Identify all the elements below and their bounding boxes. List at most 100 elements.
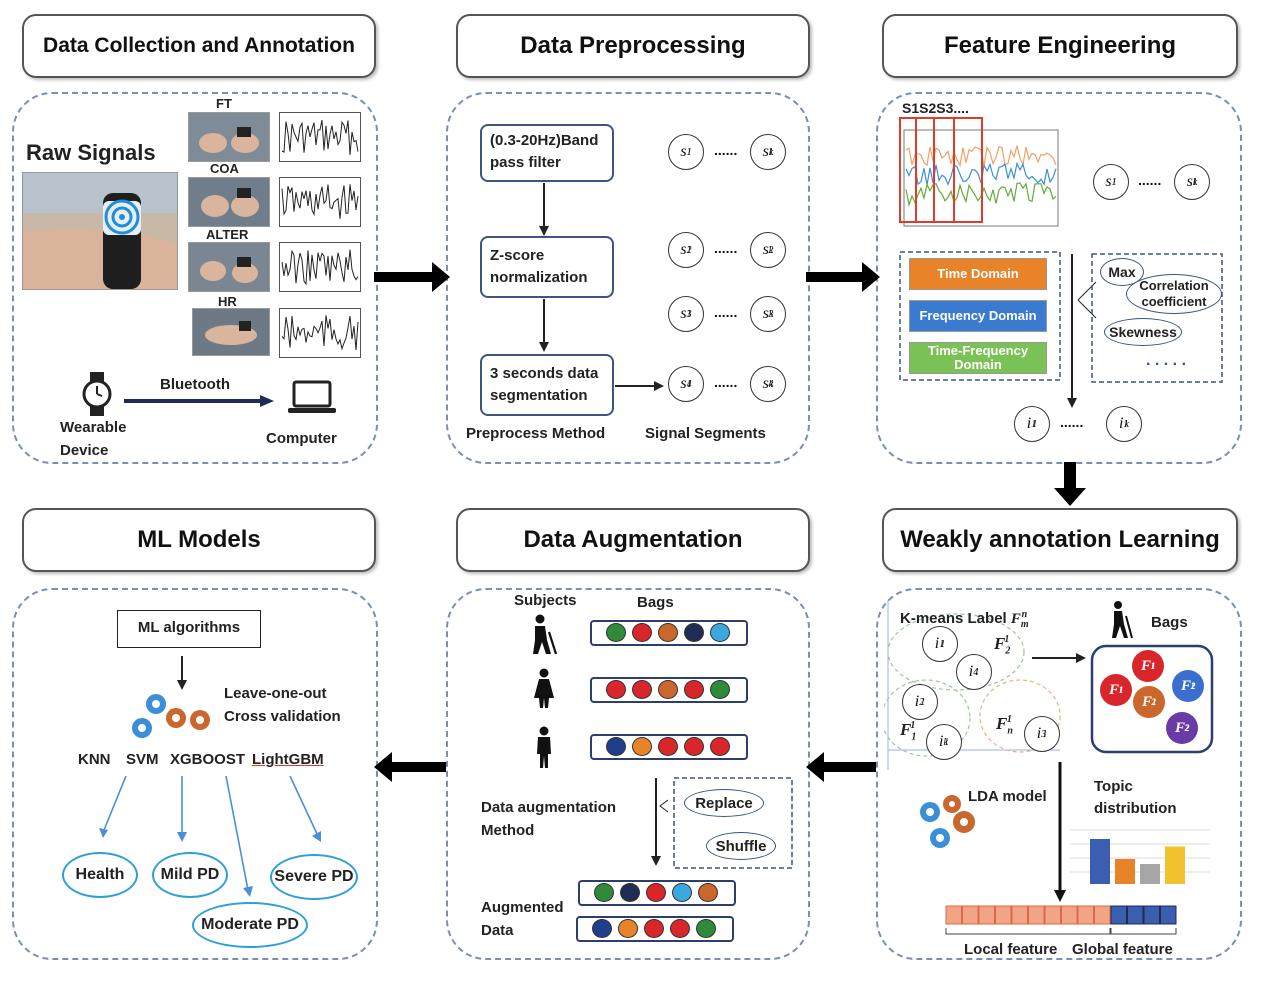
subject-bag-2-ball-2 [632,680,652,699]
subject-bag-3-ball-1 [606,737,626,756]
weak-bags-label: Bags [1151,614,1188,631]
watch-icon [82,372,112,416]
segment-dots-4: ...... [714,374,738,390]
subject-bag-1-ball-2 [632,623,652,642]
feature-connectors [1067,254,1097,408]
ml-algorithms-box: ML algorithms [117,610,261,648]
signal-segments-label: Signal Segments [645,425,766,442]
subject-bag-3 [590,734,748,760]
subject-bag-2-ball-1 [606,680,626,699]
title-weak-learning: Weakly annotation Learning [882,508,1238,572]
segment-header-label: S1S2S3.... [902,100,969,116]
local-feature-cell [1077,905,1094,925]
subject-bag-3-ball-5 [710,737,730,756]
classifier-arrows [99,775,321,897]
replace-oval[interactable]: Replace [684,789,764,817]
correlation-oval: Correlation coefficient [1126,274,1222,314]
augmented-data-label: Augmented Data [481,899,564,939]
lda-down-arrow [1054,762,1066,902]
segment-dots-3: ...... [714,304,738,320]
laptop-icon [288,380,336,413]
augmented-bag-2-ball-3 [644,919,664,938]
augmented-bag-2-ball-1 [592,919,612,938]
augmented-bag-1 [578,880,736,906]
hand-photo-hr [192,308,270,356]
lda-model-label: LDA model [968,788,1047,805]
augmentation-method-label: Data augmentation Method [481,799,617,839]
subject-bag-2-ball-3 [658,680,678,699]
shuffle-oval[interactable]: Shuffle [706,832,776,860]
signal-plot-coa [279,177,361,227]
subject-man-icon [537,726,551,768]
subject-bag-2-ball-5 [710,680,730,699]
global-feature-cell [1127,905,1144,925]
local-feature-cell [945,905,962,925]
local-feature-cell [1044,905,1061,925]
global-feature-cell [1110,905,1127,925]
augmented-bag-1-ball-4 [672,883,692,902]
augment-bags-label: Bags [637,594,674,611]
arrow-preprocess-to-feature [806,262,880,292]
augmented-bag-2-ball-5 [696,919,716,938]
class-mild-pd: Mild PD [152,852,228,898]
model-xgboost: XGBOOST [170,751,246,768]
subject-elderly-icon [533,614,558,655]
subjects-label: Subjects [514,592,577,609]
arrow-weak-to-augment [806,752,876,782]
subject-bag-1-ball-4 [684,623,704,642]
segmentation-box: 3 seconds data segmentation [480,354,614,416]
kmeans-fn: Fn1 [996,714,1013,737]
wrist-photo [22,172,178,290]
augmented-bag-1-ball-5 [698,883,718,902]
segmented-signal-plot [898,116,1064,236]
global-feature-label: Global feature [1072,941,1173,958]
title-data-augmentation: Data Augmentation [456,508,810,572]
augmentation-frame [651,777,793,869]
model-knn: KNN [78,751,111,768]
subject-bag-3-ball-4 [684,737,704,756]
skewness-oval: Skewness [1104,318,1182,346]
kmeans-label: K-means Label Fmn [900,609,1029,630]
subject-woman-icon [534,668,554,708]
bluetooth-label: Bluetooth [160,376,230,393]
kmeans-to-bags-arrow [1032,653,1086,663]
augmented-bag-2-ball-2 [618,919,638,938]
topic-bar-4 [1165,846,1185,884]
arrow-augment-to-ml [374,752,446,782]
bluetooth-arrow [124,395,274,407]
feature-vector-bar [945,905,1177,935]
ml-algorithms-arrow [177,656,187,690]
signal-plot-alter [279,242,361,292]
time-domain-box: Time Domain [909,258,1047,290]
local-feature-cell [995,905,1012,925]
kmeans-label-text: K-means Label [900,610,1007,627]
class-moderate-pd: Moderate PD [192,902,308,948]
preprocess-method-label: Preprocess Method [466,425,606,442]
task-label-hr: HR [218,294,237,309]
local-feature-bracket [945,928,1111,935]
global-feature-cell [1160,905,1177,925]
topic-distribution-label: Topic distribution [1094,778,1177,817]
topic-bar-2 [1115,859,1135,884]
local-feature-cell [1028,905,1045,925]
subject-bag-2 [590,677,748,703]
zscore-box: Z-score normalization [480,236,614,298]
time-frequency-domain-box: Time-Frequency Domain [909,342,1047,374]
title-ml-models: ML Models [22,508,376,572]
task-label-alter: ALTER [206,227,249,242]
global-feature-bracket [1110,928,1177,935]
global-feature-cell [1143,905,1160,925]
task-label-ft: FT [216,96,232,111]
local-feature-cell [1094,905,1111,925]
